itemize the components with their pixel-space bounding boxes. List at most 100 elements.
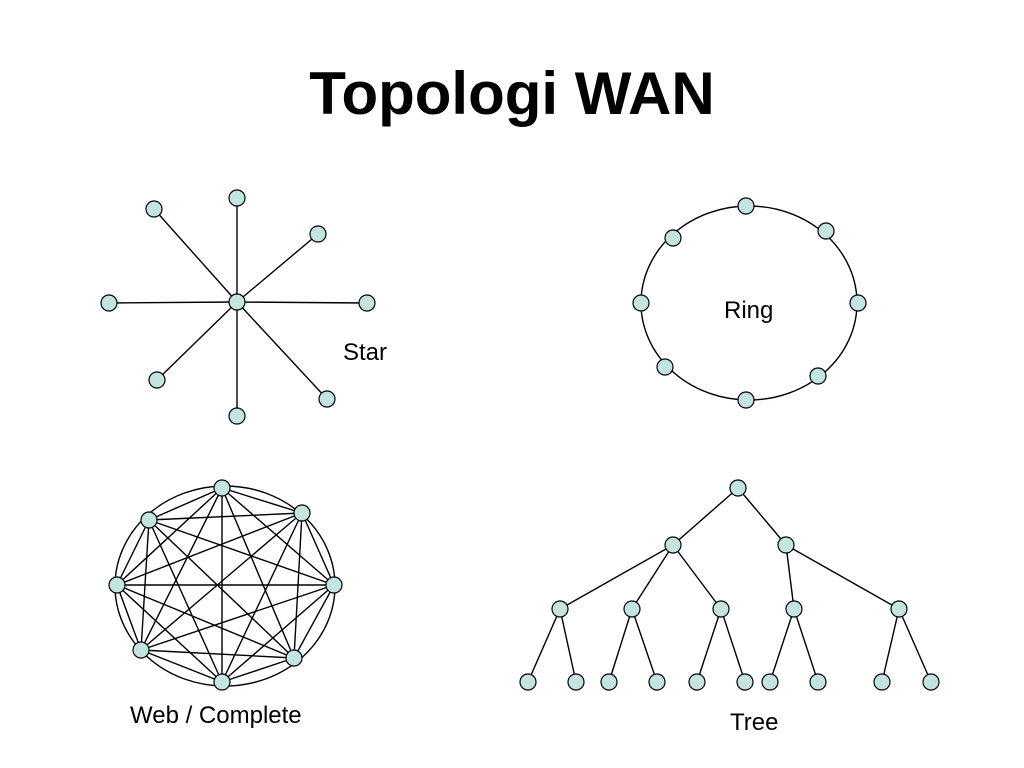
tree-leaf-node: [809, 673, 827, 691]
ring-label: Ring: [724, 297, 773, 324]
tree-leaf-node: [922, 673, 940, 691]
tree-link: [672, 544, 722, 610]
web-link: [116, 584, 223, 683]
web-node: [213, 673, 231, 691]
star-leaf-node: [100, 294, 118, 312]
star-link: [236, 301, 368, 304]
tree-level2-node: [551, 600, 569, 618]
tree-link: [898, 608, 932, 683]
star-leaf-node: [228, 189, 246, 207]
web-link: [221, 657, 295, 683]
tree-leaf-node: [873, 673, 891, 691]
web-link: [148, 519, 223, 683]
web-link: [116, 487, 223, 586]
tree-level2-node: [785, 600, 803, 618]
web-link: [140, 512, 303, 651]
tree-link: [881, 608, 900, 683]
web-link: [221, 487, 335, 586]
star-link: [236, 301, 328, 400]
web-link: [293, 584, 335, 659]
web-node: [293, 504, 311, 522]
ring-node: [632, 294, 650, 312]
web-link: [148, 487, 223, 521]
web-node: [132, 641, 150, 659]
tree-level1-node: [777, 536, 795, 554]
star-link: [153, 208, 238, 303]
tree-link: [785, 544, 900, 610]
tree-link: [769, 608, 795, 683]
web-link: [140, 649, 295, 659]
web-node: [108, 576, 126, 594]
star-leaf-node: [358, 294, 376, 312]
star-leaf-node: [318, 390, 336, 408]
web-link: [140, 649, 223, 683]
web-link: [221, 584, 335, 683]
star-link: [236, 233, 319, 303]
star-leaf-node: [228, 407, 246, 425]
tree-link: [793, 608, 819, 683]
web-link: [148, 512, 303, 521]
tree-link: [608, 608, 633, 683]
web-link: [301, 512, 335, 586]
web-node: [140, 511, 158, 529]
web-link: [116, 584, 142, 651]
star-hub-node: [228, 293, 246, 311]
tree-link: [559, 544, 674, 610]
ring-node: [849, 294, 867, 312]
ring-node: [737, 391, 755, 409]
tree-leaf-node: [600, 673, 618, 691]
tree-link: [631, 544, 674, 610]
tree-level1-node: [664, 536, 682, 554]
tree-link: [631, 608, 658, 683]
web-label: Web / Complete: [130, 702, 302, 729]
tree-level2-node: [712, 600, 730, 618]
star-leaf-node: [145, 200, 163, 218]
tree-label: Tree: [730, 709, 778, 736]
star-topology: [100, 189, 376, 425]
web-complete-topology: [108, 479, 343, 691]
tree-leaf-node: [567, 673, 585, 691]
web-link: [140, 519, 150, 651]
web-link: [140, 487, 223, 651]
tree-link: [720, 608, 746, 683]
web-node: [325, 576, 343, 594]
tree-level2-node: [623, 600, 641, 618]
web-link: [116, 584, 295, 659]
star-label: Star: [343, 339, 387, 366]
web-link: [221, 512, 303, 683]
tree-leaf-node: [688, 673, 706, 691]
tree-leaf-node: [736, 673, 754, 691]
ring-node: [817, 222, 835, 240]
web-node: [285, 649, 303, 667]
star-leaf-node: [309, 225, 327, 243]
ring-node: [656, 358, 674, 376]
tree-leaf-node: [648, 673, 666, 691]
tree-leaf-node: [761, 673, 779, 691]
web-link: [148, 519, 335, 586]
star-link: [108, 301, 238, 304]
tree-link: [527, 608, 561, 683]
web-link: [116, 512, 303, 586]
tree-leaf-node: [519, 673, 537, 691]
web-link: [140, 584, 335, 651]
tree-link: [672, 487, 739, 546]
ring-node: [664, 229, 682, 247]
ring-topology: [632, 197, 867, 409]
web-link: [148, 519, 295, 659]
tree-link: [559, 608, 577, 683]
slide-title: Topologi WAN: [309, 60, 715, 127]
tree-link: [737, 487, 787, 546]
star-leaf-node: [148, 371, 166, 389]
tree-link: [696, 608, 722, 683]
tree-topology: [519, 479, 940, 691]
ring-node: [809, 367, 827, 385]
tree-level2-node: [890, 600, 908, 618]
tree-root-node: [729, 479, 747, 497]
star-link: [156, 301, 238, 381]
ring-node: [737, 197, 755, 215]
web-link: [221, 487, 303, 514]
web-node: [213, 479, 231, 497]
web-link: [116, 519, 150, 586]
